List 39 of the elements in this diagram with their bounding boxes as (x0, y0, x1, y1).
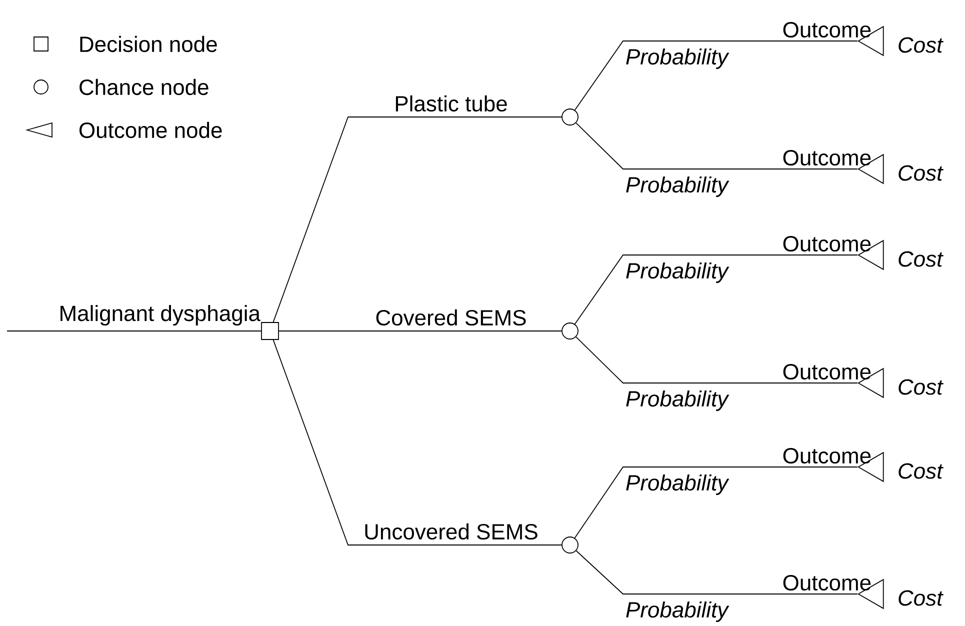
branch-line (574, 40, 858, 111)
edge-label: Uncovered SEMS (365, 523, 538, 540)
edge-label: Probability (626, 262, 730, 283)
cost-label: Cost (898, 251, 944, 267)
branch-line (6, 330, 262, 332)
outcome-label: Outcome (783, 236, 871, 252)
cost-label: Cost (898, 379, 944, 395)
outcome-label: Outcome (783, 22, 871, 38)
edge-label: Probability (626, 390, 730, 411)
chance-circle (562, 322, 578, 340)
edge-label: Probability (626, 48, 730, 69)
legend-label: Decision node (80, 36, 217, 52)
decision-square (261, 322, 279, 340)
legend-label: Chance node (80, 78, 208, 96)
outcome-label: Outcome (783, 574, 871, 591)
edge-label: Plastic tube (396, 95, 507, 112)
edge-label: Probability (626, 176, 730, 197)
cost-label: Cost (898, 463, 944, 479)
legend-label: Outcome node (80, 122, 222, 138)
branch-line (576, 122, 858, 170)
edge-label: Covered SEMS (376, 309, 526, 326)
edge-label: Malignant dysphagia (60, 305, 260, 326)
edge-label: Probability (626, 601, 730, 622)
chance-circle (562, 108, 578, 126)
edge-label: Probability (626, 474, 730, 495)
outcome-label: Outcome (783, 150, 871, 166)
branch-line (574, 254, 858, 325)
branch-line (576, 336, 858, 384)
cost-label: Cost (898, 37, 944, 53)
chance-circle (562, 536, 578, 554)
cost-label: Cost (898, 165, 944, 181)
branch-line (272, 340, 562, 546)
outcome-label: Outcome (783, 448, 871, 464)
branch-line (278, 330, 562, 332)
outcome-label: Outcome (783, 364, 871, 380)
branch-line (272, 116, 562, 322)
branch-line (574, 466, 858, 538)
branch-line (576, 550, 858, 594)
cost-label: Cost (898, 590, 944, 606)
